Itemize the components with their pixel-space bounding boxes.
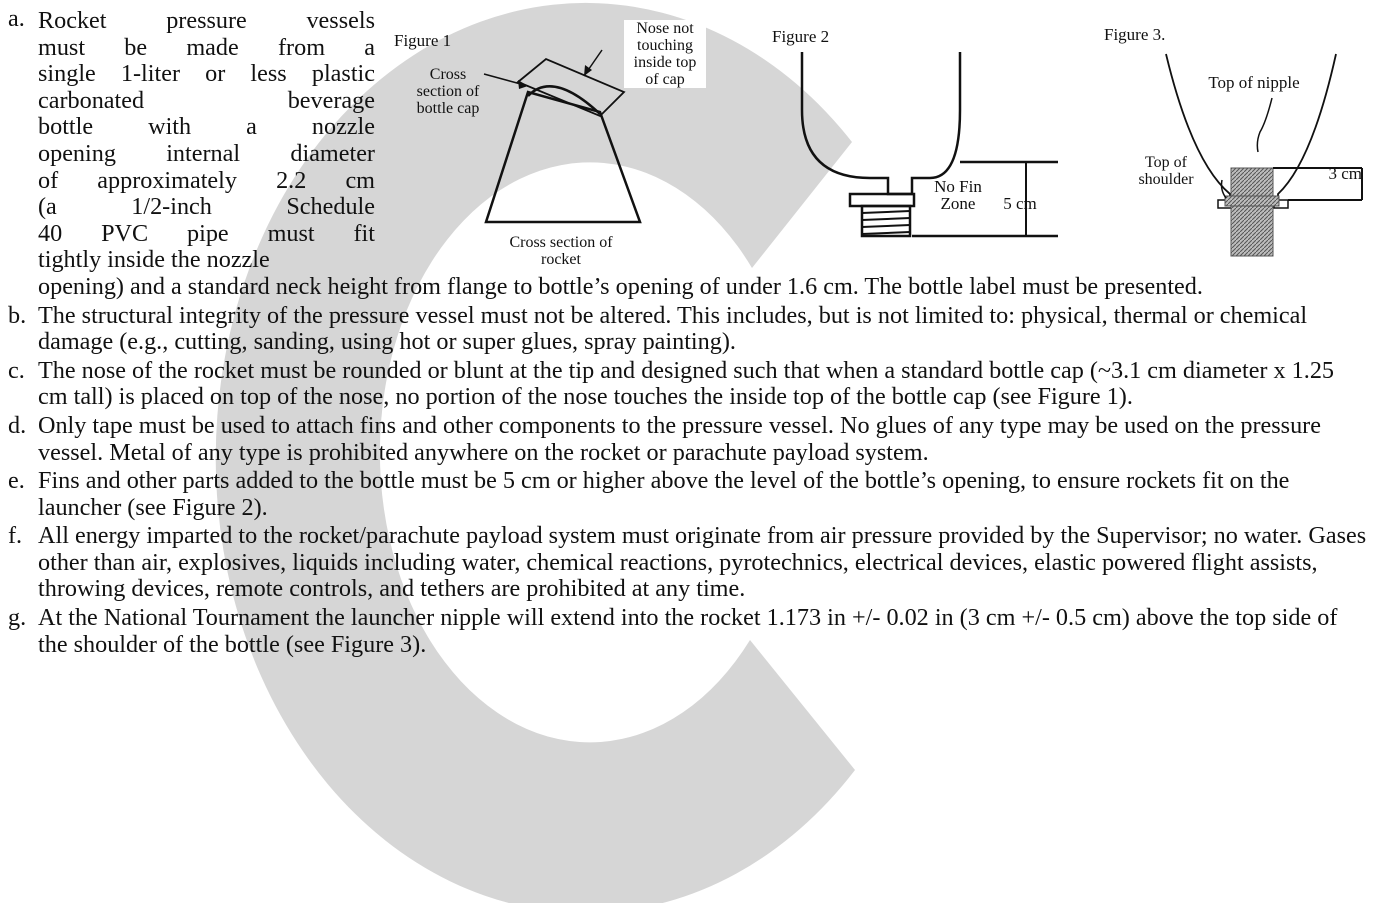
rule-text: The nose of the rocket must be rounded o… <box>38 356 1335 411</box>
bottle-threads <box>860 204 912 238</box>
watermark-c-shape <box>215 2 855 903</box>
top-of-nipple-label: Top of nipple <box>1208 73 1300 92</box>
rocket-label: Cross section of rocket <box>509 234 613 268</box>
thread-line <box>861 231 911 235</box>
rule-a-line: bottle with a nozzle <box>38 113 375 141</box>
rule-f: f. All energy imparted to the rocket/par… <box>8 523 1368 603</box>
rule-a-line: opening internal diameter <box>38 139 375 167</box>
rocket-nose-diagram <box>483 49 642 224</box>
thread-line <box>861 224 911 228</box>
rule-a-line: Rocket pressure vessels <box>38 7 375 34</box>
rule-a-line: tightly inside the nozzle <box>38 246 270 274</box>
rule-label: d. <box>8 411 27 439</box>
launcher-nipple-diagram <box>1165 53 1363 257</box>
nose-arc <box>527 85 601 115</box>
rule-a-line: carbonated beverage <box>38 86 375 114</box>
bottle-cap-outline <box>516 57 626 118</box>
thread-line <box>861 217 911 221</box>
rule-text: Only tape must be used to attach fins an… <box>38 411 1321 466</box>
rule-text: Fins and other parts added to the bottle… <box>38 467 1290 521</box>
rule-g: g. At the National Tournament the launch… <box>8 604 1368 658</box>
rule-a-line: must be made from a <box>38 33 375 61</box>
figure-1-title: Figure 1 <box>394 31 452 50</box>
cap-label: Cross section of bottle cap <box>416 66 480 117</box>
fig2-dimension-label: 5 cm <box>1003 194 1037 213</box>
rule-label: c. <box>8 356 25 384</box>
rule-e: e. Fins and other parts added to the bot… <box>8 467 1368 521</box>
top-of-shoulder-label: Top of shoulder <box>1138 154 1194 188</box>
rule-a-wrapped-text: Rocket pressure vessels must be made fro… <box>38 7 375 274</box>
rule-a-continued: opening) and a standard neck height from… <box>38 272 1203 300</box>
rule-a: a. Rocket pressure vessels must be made … <box>8 5 1368 301</box>
no-fin-zone-label: No Fin Zone <box>934 177 982 213</box>
thread-line <box>861 210 911 214</box>
figure-2-title: Figure 2 <box>772 27 830 46</box>
rule-d: d. Only tape must be used to attach fins… <box>8 411 1368 466</box>
rule-text: All energy imparted to the rocket/parach… <box>38 522 1367 603</box>
rule-c: c. The nose of the rocket must be rounde… <box>8 356 1368 411</box>
rule-label: f. <box>8 522 23 550</box>
rule-label: g. <box>8 604 27 632</box>
nose-label: Nose not touching inside top of cap <box>624 20 706 88</box>
figure-3: Figure 3. Top of nipple Top of shoulder <box>1100 12 1370 262</box>
nipple-pointer <box>1256 97 1273 153</box>
bottle-neck-diagram <box>800 52 1058 238</box>
figure-1: Figure 1 Cross section of bottle cap Nos… <box>388 12 718 282</box>
bottle-body <box>800 52 962 196</box>
figure-2: Figure 2 No Fin Zone 5 cm <box>770 12 1070 262</box>
rule-a-line: of approximately 2.2 cm <box>38 166 375 194</box>
bottle-funnel <box>1165 53 1337 202</box>
rocket-body <box>484 90 642 224</box>
shoulder-pointer <box>1220 179 1227 199</box>
rules-list: a. Rocket pressure vessels must be made … <box>8 5 1368 658</box>
arrow-left-head <box>518 80 528 89</box>
bottle-flange <box>848 192 916 208</box>
rule-a-line: (a 1/2-inch Schedule <box>38 193 375 221</box>
rule-label: e. <box>8 467 25 495</box>
arrow-right-head <box>584 65 592 76</box>
launcher-nipple <box>1230 167 1274 257</box>
rule-a-line: 40 PVC pipe must fit <box>38 219 375 247</box>
fig3-dimension-label: 3 cm <box>1328 164 1362 183</box>
figure-3-title: Figure 3. <box>1104 25 1166 44</box>
rule-a-line: single 1-liter or less plastic <box>38 60 375 88</box>
rule-text: The structural integrity of the pressure… <box>38 301 1308 356</box>
nipple-flange <box>1224 195 1280 207</box>
rule-label: a. <box>8 5 25 32</box>
rule-text: At the National Tournament the launcher … <box>38 604 1338 658</box>
rule-b: b. The structural integrity of the press… <box>8 301 1368 356</box>
rule-label: b. <box>8 301 27 329</box>
